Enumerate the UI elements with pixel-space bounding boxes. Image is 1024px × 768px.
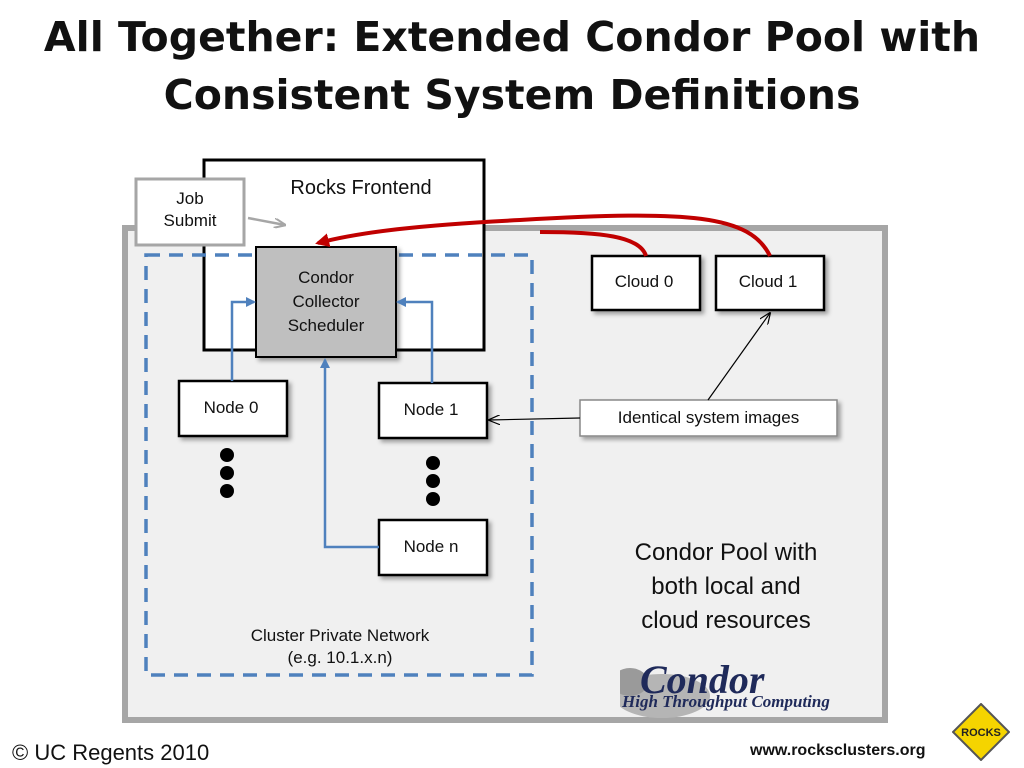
job-submit-arrow <box>247 216 285 225</box>
network-label-line-2: (e.g. 10.1.x.n) <box>287 648 393 667</box>
images-to-cloud-1-arrow <box>707 313 770 401</box>
cloud-1-to-scheduler-arrow <box>315 213 772 257</box>
ellipsis-dot <box>426 456 440 470</box>
cloud-0-box <box>590 254 702 312</box>
pool-text-line-2: both local and <box>651 573 801 600</box>
copyright-text: © UC Regents 2010 <box>12 740 210 765</box>
images-to-node-1-arrow <box>489 418 581 420</box>
condor-logo-tagline: High Throughput Computing <box>622 692 830 711</box>
slide-title-line-2: Consistent System Definitions <box>163 71 861 119</box>
node-1-label: Node 1 <box>403 400 459 419</box>
condor-logo: Condor High Throughput Computing <box>612 657 870 727</box>
node-1-to-scheduler-arrow <box>396 297 434 383</box>
node-0-ellipsis-dots <box>219 448 235 502</box>
slide-title: All Together: Extended Condor Pool with … <box>0 8 1024 124</box>
node-n-to-scheduler-arrow <box>320 358 379 549</box>
network-label: Cluster Private Network (e.g. 10.1.x.n) <box>200 625 480 669</box>
ellipsis-dot <box>426 492 440 506</box>
condor-scheduler-label: Condor Collector Scheduler <box>256 266 396 338</box>
pool-text-line-1: Condor Pool with <box>634 539 818 566</box>
cloud-0-to-scheduler-arrow <box>539 230 648 257</box>
rocks-badge-text: ROCKS <box>961 727 1001 739</box>
node-n-label: Node n <box>403 537 459 556</box>
website-url: www.rocksclusters.org <box>750 742 926 759</box>
node-1-ellipsis-dots <box>425 456 441 510</box>
ellipsis-dot <box>220 466 234 480</box>
condor-scheduler-box <box>255 246 397 358</box>
condor-bird-icon <box>612 668 710 718</box>
slide-title-line-1: All Together: Extended Condor Pool with <box>43 13 981 61</box>
cloud-0-label: Cloud 0 <box>614 272 674 291</box>
job-submit-label: Job Submit <box>138 188 242 232</box>
job-submit-box <box>134 177 246 247</box>
identical-images-label: Identical system images <box>617 408 800 427</box>
scheduler-line-1: Condor <box>298 268 354 287</box>
cloud-1-label: Cloud 1 <box>738 272 798 291</box>
network-label-line-1: Cluster Private Network <box>250 626 430 645</box>
node-0-label: Node 0 <box>203 398 259 417</box>
ellipsis-dot <box>426 474 440 488</box>
condor-pool-description: Condor Pool with both local and cloud re… <box>586 536 866 638</box>
condor-logo-name: Condor <box>640 657 765 702</box>
cloud-1-box <box>714 254 826 312</box>
scheduler-line-2: Collector <box>292 292 360 311</box>
job-submit-line-2: Submit <box>163 211 217 230</box>
rocks-logo-icon: ROCKS <box>952 703 1010 761</box>
scheduler-line-3: Scheduler <box>287 316 365 335</box>
node-1-box <box>377 381 489 440</box>
pool-text-line-3: cloud resources <box>641 607 811 634</box>
rocks-frontend-label: Rocks Frontend <box>290 177 432 199</box>
ellipsis-dot <box>220 484 234 498</box>
job-submit-line-1: Job <box>176 189 204 208</box>
node-n-box <box>377 518 489 577</box>
node-0-to-scheduler-arrow <box>230 297 256 381</box>
ellipsis-dot <box>220 448 234 462</box>
